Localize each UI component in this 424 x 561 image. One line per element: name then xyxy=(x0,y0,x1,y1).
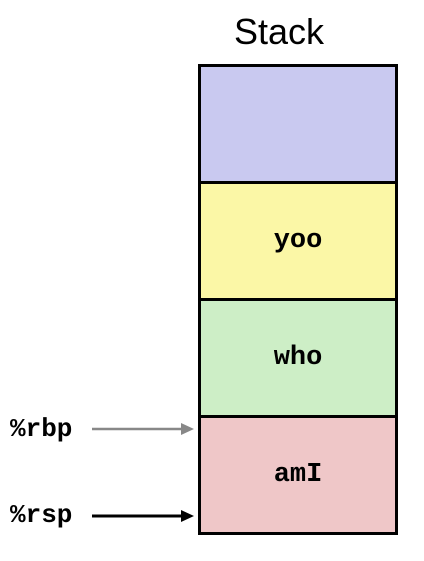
stack-frame-who: who xyxy=(198,298,398,418)
stack-container: yoo who amI xyxy=(198,64,398,535)
stack-frame-ami: amI xyxy=(198,415,398,535)
rsp-label: %rsp xyxy=(10,500,73,530)
rbp-label: %rbp xyxy=(10,414,73,444)
stack-title: Stack xyxy=(233,11,325,52)
stack-frame-top xyxy=(198,64,398,184)
rsp-arrow xyxy=(92,510,194,522)
rbp-arrow xyxy=(92,423,194,435)
